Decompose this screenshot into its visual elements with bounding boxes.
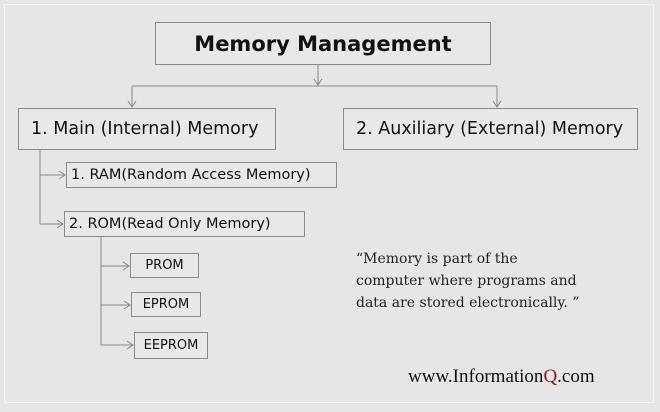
quote-line-1: “Memory is part of the [356,251,518,267]
outer-frame [4,4,654,403]
rom-node: 2. ROM(Read Only Memory) [64,211,305,237]
website-highlight-letter: Q [543,366,558,387]
auxiliary-memory-node: 2. Auxiliary (External) Memory [343,108,638,150]
quote-line-3: data are stored electronically. ” [356,295,580,311]
ram-node: 1. RAM(Random Access Memory) [66,162,337,188]
memory-definition-quote: “Memory is part of the computer where pr… [356,248,580,314]
eeprom-node: EEPROM [134,332,208,359]
website-prefix: www.Information [408,366,544,387]
prom-node: PROM [130,253,199,278]
eprom-node: EPROM [131,292,201,317]
main-memory-node: 1. Main (Internal) Memory [18,108,276,150]
memory-management-title: Memory Management [155,22,491,65]
website-suffix: .com [557,366,595,387]
website-watermark: www.InformationQ.com [408,366,595,388]
quote-line-2: computer where programs and [356,273,577,289]
